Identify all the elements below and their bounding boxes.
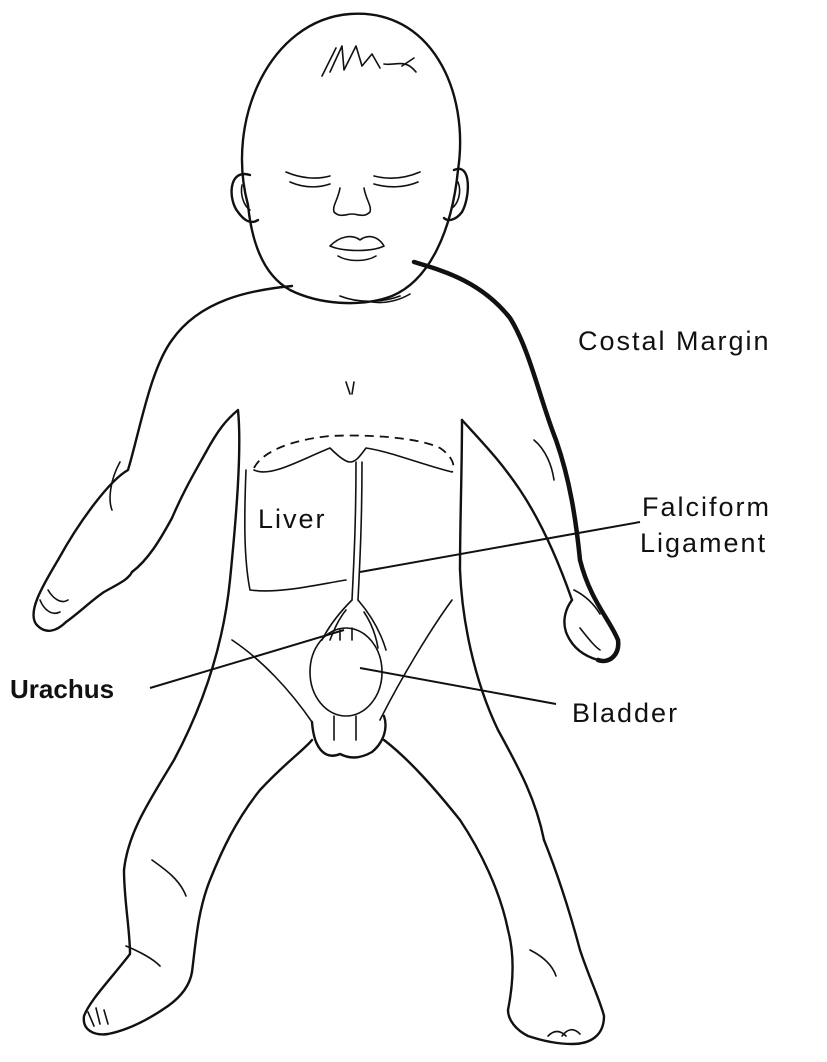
costal-margin-label: Costal Margin [578, 326, 771, 356]
bladder-leader [360, 668, 556, 704]
infant-torso [33, 262, 618, 870]
liver-label: Liver [258, 504, 327, 534]
liver-outline [254, 448, 452, 472]
infant-head [232, 14, 468, 303]
falciform-label-line2: Ligament [640, 528, 767, 558]
urachus-leader [150, 630, 344, 688]
bladder-shape [310, 628, 382, 716]
urachus-label: Urachus [10, 674, 114, 704]
falciform-label-line1: Falciform [642, 492, 771, 522]
falciform-ligament [352, 462, 362, 600]
costal-margin-dashed-line [254, 436, 454, 473]
falciform-leader [360, 522, 640, 572]
bladder-label: Bladder [572, 698, 679, 728]
